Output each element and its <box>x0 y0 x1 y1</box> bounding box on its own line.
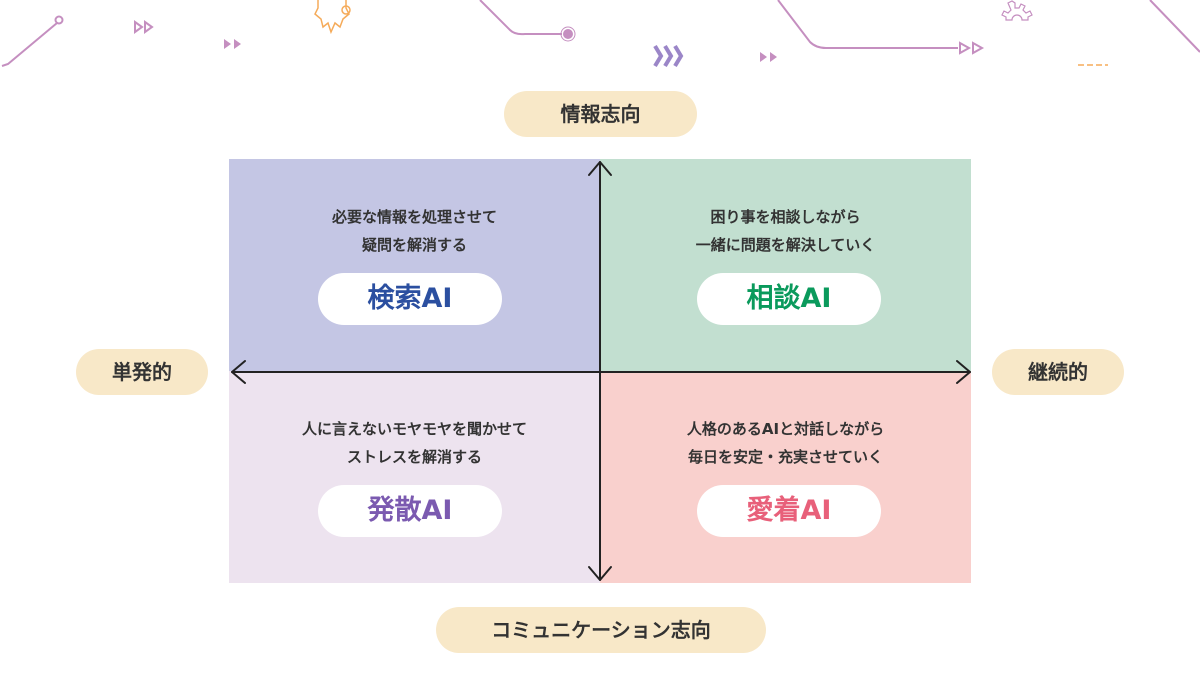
description-line: 人に言えないモヤモヤを聞かせて <box>301 420 527 438</box>
venting-ai-label: 発散AI <box>318 485 502 537</box>
attachment-ai-label: 愛着AI <box>697 485 881 537</box>
description-line: 困り事を相談しながら <box>710 208 861 226</box>
quadrant-description: 人格のあるAIと対話しながら 毎日を安定・充実させていく <box>600 415 971 471</box>
description-line: 疑問を解消する <box>361 236 467 254</box>
consult-ai-label: 相談AI <box>697 273 881 325</box>
arrow-down-icon <box>588 566 612 581</box>
description-line: 人格のあるAIと対話しながら <box>686 420 885 438</box>
quadrant-description: 必要な情報を処理させて 疑問を解消する <box>229 203 600 259</box>
decorative-circuit-header <box>1 0 1200 68</box>
quadrant-description: 困り事を相談しながら 一緒に問題を解決していく <box>600 203 971 259</box>
axis-label-information: 情報志向 <box>504 91 697 137</box>
arrow-right-icon <box>956 360 971 384</box>
arrow-up-icon <box>588 161 612 176</box>
quadrant-description: 人に言えないモヤモヤを聞かせて ストレスを解消する <box>229 415 600 471</box>
search-ai-label: 検索AI <box>318 273 502 325</box>
description-line: 毎日を安定・充実させていく <box>687 448 883 466</box>
arrow-left-icon <box>231 360 246 384</box>
description-line: ストレスを解消する <box>346 448 482 466</box>
axis-label-continuous: 継続的 <box>992 349 1124 395</box>
description-line: 一緒に問題を解決していく <box>695 236 876 254</box>
quadrant-search-ai: 必要な情報を処理させて 疑問を解消する 検索AI <box>229 159 600 371</box>
quadrant-attachment-ai: 人格のあるAIと対話しながら 毎日を安定・充実させていく 愛着AI <box>600 371 971 583</box>
description-line: 必要な情報を処理させて <box>331 208 497 226</box>
quadrant-consult-ai: 困り事を相談しながら 一緒に問題を解決していく 相談AI <box>600 159 971 371</box>
quadrant-venting-ai: 人に言えないモヤモヤを聞かせて ストレスを解消する 発散AI <box>229 371 600 583</box>
axis-label-one-off: 単発的 <box>76 349 208 395</box>
axis-label-communication: コミュニケーション志向 <box>436 607 766 653</box>
